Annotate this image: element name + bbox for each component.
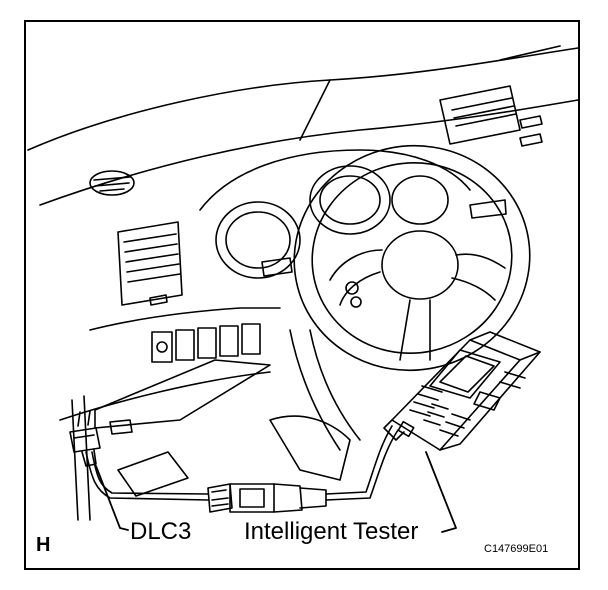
leader-lines — [95, 451, 457, 533]
label-intelligent-tester: Intelligent Tester — [244, 518, 419, 545]
figure-code: C147699E01 — [484, 543, 549, 555]
connector-icon — [69, 410, 101, 467]
steering-wheel-icon — [289, 144, 531, 451]
cable-module-icon — [207, 483, 327, 513]
corner-letter: H — [36, 534, 51, 556]
dashboard-illustration — [27, 45, 579, 521]
handheld-tester-icon — [383, 331, 541, 451]
label-dlc3: DLC3 — [130, 518, 192, 545]
